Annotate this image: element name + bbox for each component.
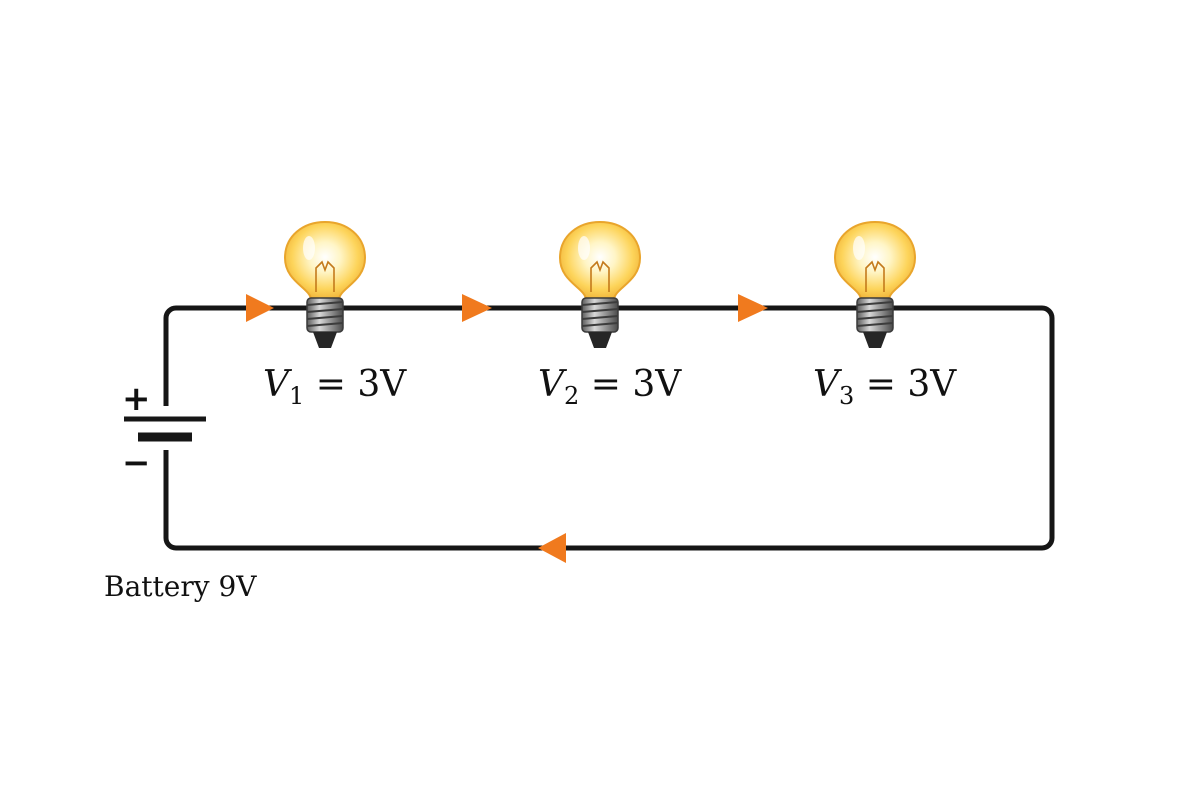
current-arrow-icon bbox=[738, 294, 768, 322]
battery-icon bbox=[124, 416, 206, 442]
bulbs-layer bbox=[283, 220, 917, 348]
battery-label: Battery 9V bbox=[104, 570, 257, 603]
current-arrow-icon bbox=[462, 294, 492, 322]
bulb-voltage-label-3: V3 = 3V bbox=[813, 364, 957, 410]
light-bulb-icon bbox=[283, 220, 367, 348]
battery-minus-sign: − bbox=[122, 443, 151, 483]
current-arrow-icon bbox=[538, 533, 566, 563]
bulb-voltage-label-1: V1 = 3V bbox=[263, 364, 407, 410]
battery-plus-sign: + bbox=[122, 379, 151, 419]
bulb-voltage-label-2: V2 = 3V bbox=[538, 364, 682, 410]
light-bulb-icon bbox=[833, 220, 917, 348]
current-arrow-icon bbox=[246, 294, 274, 322]
light-bulb-icon bbox=[558, 220, 642, 348]
circuit-wire bbox=[163, 305, 1055, 551]
